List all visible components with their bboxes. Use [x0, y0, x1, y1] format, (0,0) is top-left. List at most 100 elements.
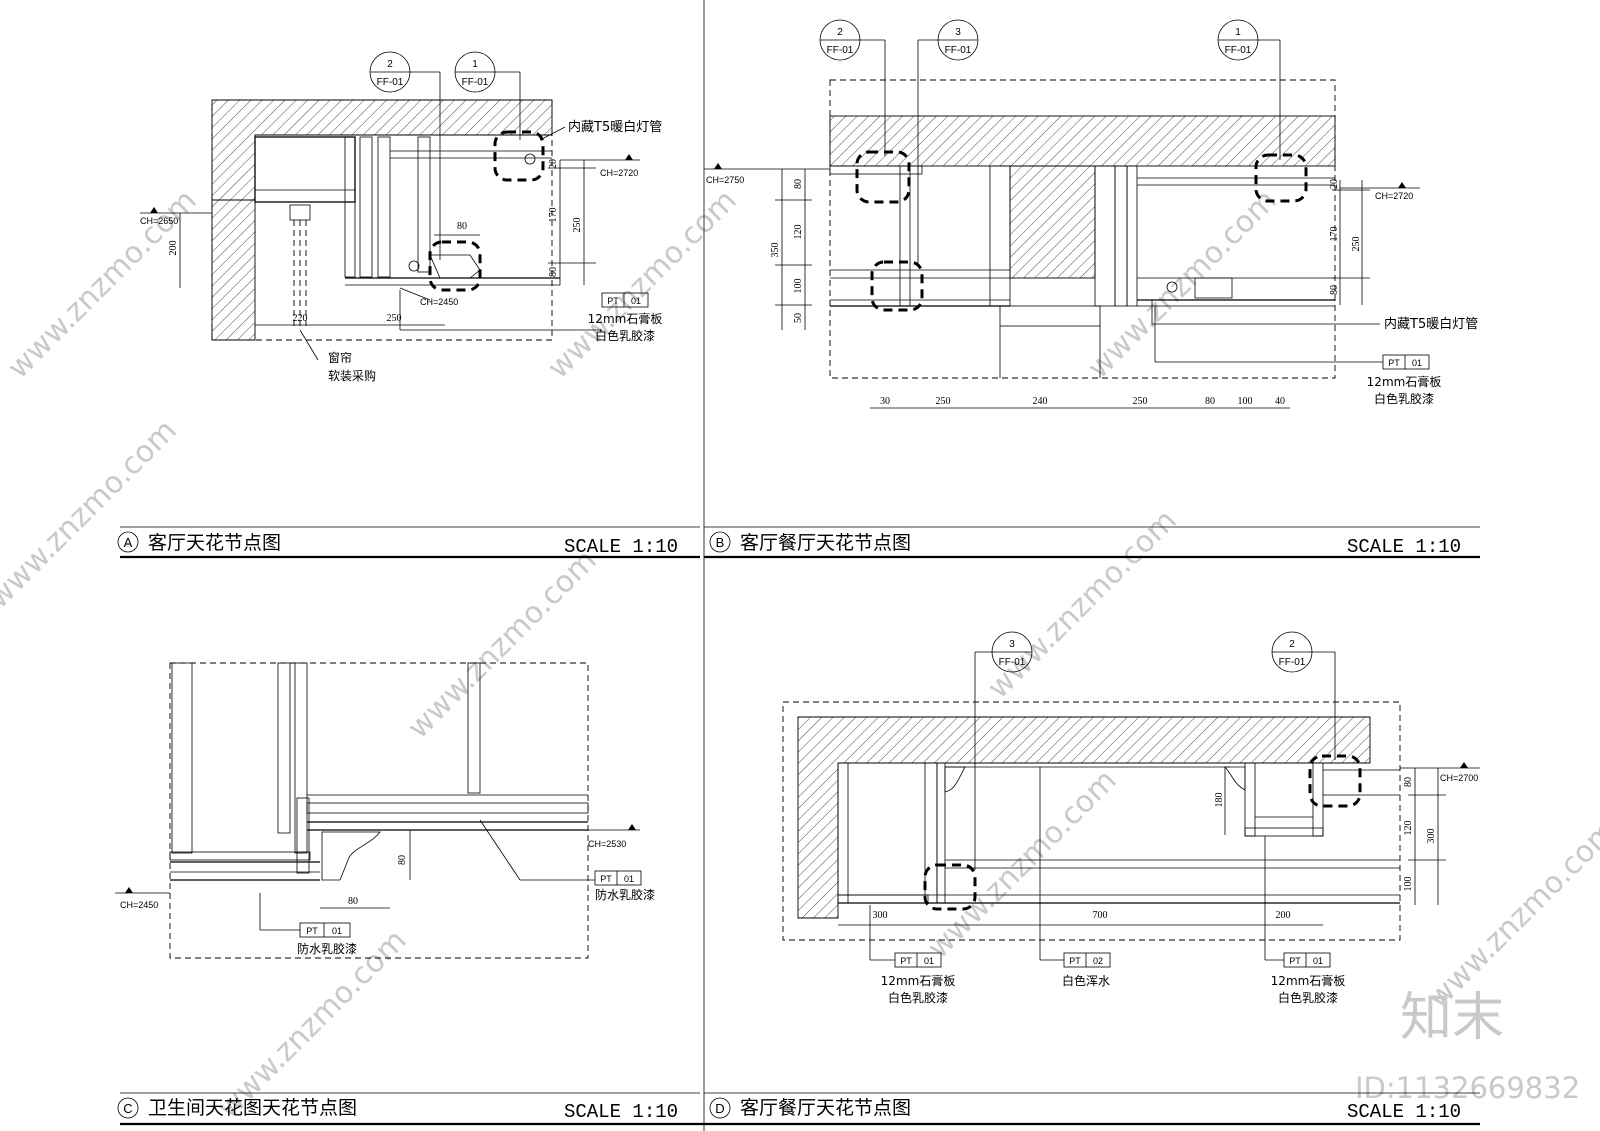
svg-text:CH=2720: CH=2720 — [1375, 191, 1413, 201]
ch-level-mark: CH=2450 — [399, 287, 458, 307]
annotation-label: 窗帘 — [328, 350, 352, 365]
svg-text:PT: PT — [1388, 358, 1400, 368]
panel-a: 2 FF-01 1 FF-01 内藏T5暖白灯管 CH=2720 CH=2650 — [117, 51, 700, 559]
watermark-id: ID:1132669832 — [1355, 1071, 1580, 1105]
detail-marker — [493, 130, 545, 182]
svg-text:120: 120 — [793, 225, 804, 240]
svg-text:100: 100 — [793, 279, 804, 294]
svg-text:100: 100 — [1238, 396, 1253, 407]
svg-text:CH=2450: CH=2450 — [120, 900, 158, 910]
detail-marker — [923, 863, 977, 911]
svg-text:FF-01: FF-01 — [827, 45, 854, 56]
panel-title: 客厅餐厅天花节点图 — [740, 1097, 911, 1119]
svg-text:80: 80 — [1205, 396, 1215, 407]
svg-text:170: 170 — [548, 208, 559, 223]
svg-text:FF-01: FF-01 — [1225, 45, 1252, 56]
ch-level-mark: CH=2450 — [115, 887, 170, 910]
svg-text:80: 80 — [1329, 285, 1340, 295]
material-label: 12mm石膏板 — [588, 311, 663, 326]
svg-text:PT: PT — [306, 926, 318, 936]
svg-text:240: 240 — [1033, 396, 1048, 407]
panel-letter: C — [123, 1101, 132, 1116]
callout-tag: 2 FF-01 — [1271, 631, 1336, 760]
svg-text:300: 300 — [1426, 829, 1437, 844]
material-tag: PT 01 — [399, 290, 649, 331]
svg-text:180: 180 — [1214, 793, 1225, 808]
svg-text:250: 250 — [1351, 237, 1362, 252]
panel-title: 卫生间天花图天花节点图 — [148, 1097, 357, 1119]
svg-text:FF-01: FF-01 — [999, 657, 1026, 668]
callout-tag: 1 FF-01 — [1217, 19, 1281, 160]
svg-text:3: 3 — [955, 27, 961, 38]
svg-text:220: 220 — [293, 313, 308, 324]
svg-text:01: 01 — [1313, 956, 1323, 966]
svg-text:CH=2720: CH=2720 — [600, 168, 638, 178]
svg-text:100: 100 — [1403, 877, 1414, 892]
svg-text:80: 80 — [457, 221, 467, 232]
svg-text:01: 01 — [624, 874, 634, 884]
ch-level-mark: CH=2650 — [140, 207, 212, 226]
panel-scale: SCALE 1:10 — [1347, 536, 1461, 558]
svg-text:300: 300 — [873, 910, 888, 921]
svg-text:250: 250 — [936, 396, 951, 407]
svg-text:80: 80 — [348, 896, 358, 907]
svg-text:FF-01: FF-01 — [1279, 657, 1306, 668]
ch-level-mark: CH=2720 — [1340, 182, 1420, 201]
svg-text:1: 1 — [1235, 27, 1241, 38]
svg-text:40: 40 — [1275, 396, 1285, 407]
sheet-frame — [120, 0, 1480, 1131]
svg-text:170: 170 — [1329, 227, 1340, 242]
callout-tag: 3 FF-01 — [917, 19, 979, 265]
svg-text:CH=2650: CH=2650 — [140, 216, 178, 226]
panel-letter: D — [715, 1101, 724, 1116]
material-label: 12mm石膏板 — [1271, 973, 1346, 988]
svg-text:01: 01 — [332, 926, 342, 936]
material-tag: PT 02 — [1039, 767, 1111, 968]
annotation-label: 软装采购 — [328, 368, 376, 383]
svg-text:PT: PT — [600, 874, 612, 884]
svg-text:1: 1 — [472, 59, 478, 70]
svg-text:PT: PT — [1289, 956, 1301, 966]
material-tag: PT 01 — [1154, 306, 1430, 370]
panel-c: CH=2530 CH=2450 80 80 PT 01 防水乳胶漆 PT 0 — [115, 662, 700, 1123]
svg-text:80: 80 — [397, 855, 408, 865]
svg-text:50: 50 — [793, 313, 804, 323]
svg-text:PT: PT — [1069, 956, 1081, 966]
svg-text:PT: PT — [900, 956, 912, 966]
svg-text:01: 01 — [924, 956, 934, 966]
svg-text:80: 80 — [1403, 777, 1414, 787]
svg-text:CH=2750: CH=2750 — [706, 175, 744, 185]
svg-text:120: 120 — [1403, 821, 1414, 836]
svg-text:01: 01 — [1412, 358, 1422, 368]
svg-text:FF-01: FF-01 — [462, 77, 489, 88]
svg-text:3: 3 — [1009, 639, 1015, 650]
svg-text:FF-01: FF-01 — [377, 77, 404, 88]
material-label: 12mm石膏板 — [1367, 374, 1442, 389]
panel-title: 客厅天花节点图 — [148, 532, 281, 554]
panel-scale: SCALE 1:10 — [1347, 1101, 1461, 1123]
svg-text:20: 20 — [548, 159, 559, 169]
material-label: 防水乳胶漆 — [297, 941, 357, 956]
svg-text:2: 2 — [1289, 639, 1295, 650]
material-tag: PT 01 — [1264, 836, 1331, 968]
material-label: 白色乳胶漆 — [595, 328, 655, 343]
svg-text:PT: PT — [607, 296, 619, 306]
callout-tag: 1 FF-01 — [454, 51, 521, 140]
svg-text:02: 02 — [1093, 956, 1103, 966]
svg-text:200: 200 — [1276, 910, 1291, 921]
svg-text:250: 250 — [572, 218, 583, 233]
callout-tag: 3 FF-01 — [974, 631, 1033, 870]
svg-text:30: 30 — [880, 396, 890, 407]
ch-level-mark: CH=2750 — [704, 163, 830, 185]
callout-tag: 2 FF-01 — [369, 51, 441, 260]
svg-text:01: 01 — [631, 296, 641, 306]
svg-text:CH=2450: CH=2450 — [420, 297, 458, 307]
svg-text:2: 2 — [387, 59, 393, 70]
watermark-logo: 知末 — [1400, 988, 1504, 1048]
material-label: 白色乳胶漆 — [1278, 990, 1338, 1005]
svg-text:80: 80 — [793, 179, 804, 189]
ch-level-mark: CH=2720 — [560, 154, 640, 178]
svg-text:20: 20 — [1329, 179, 1340, 189]
detail-marker — [855, 150, 911, 204]
